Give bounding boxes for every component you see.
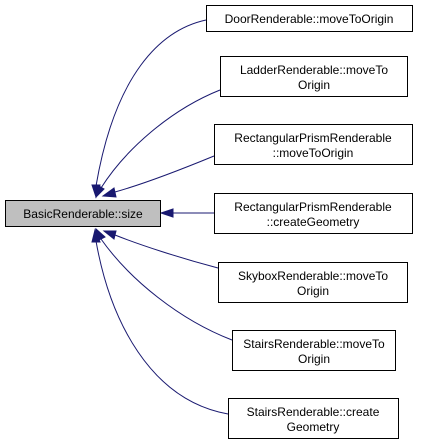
edge-stairs-create [95, 240, 229, 415]
node-ladder-label-line1: LadderRenderable::moveTo [240, 63, 388, 77]
node-door-box [206, 5, 413, 32]
node-root-box [5, 200, 161, 227]
edge-skybox-arrowhead [102, 230, 117, 240]
edge-skybox [114, 234, 219, 269]
node-stairs-create-geometry[interactable]: StairsRenderable::create Geometry [228, 398, 399, 439]
node-root-label: BasicRenderable::size [23, 207, 143, 221]
node-stairs-create-box [228, 398, 399, 439]
node-stairs-create-label-line2: Geometry [287, 420, 340, 434]
node-rectprism-move-to-origin[interactable]: RectangularPrismRenderable ::moveToOrigi… [214, 124, 413, 165]
node-ladder-label-line2: Origin [298, 78, 330, 92]
node-door-move-to-origin[interactable]: DoorRenderable::moveToOrigin [206, 5, 413, 32]
node-skybox-label-line1: SkyboxRenderable::moveTo [238, 269, 388, 283]
edge-ladder [100, 89, 221, 189]
node-rectprism-create-label-line1: RectangularPrismRenderable [234, 200, 392, 214]
node-ladder-box [220, 56, 408, 97]
node-rectprism-move-box [214, 124, 413, 165]
edge-ladder-arrowhead [95, 184, 105, 199]
node-skybox-label-line2: Origin [297, 284, 329, 298]
edge-rectprism-move [114, 155, 215, 193]
node-rectprism-move-label-line2: ::moveToOrigin [273, 146, 354, 160]
node-ladder-move-to-origin[interactable]: LadderRenderable::moveTo Origin [220, 56, 408, 97]
edge-door [95, 19, 207, 187]
node-stairs-create-label-line1: StairsRenderable::create [247, 405, 380, 419]
node-stairs-move-to-origin[interactable]: StairsRenderable::moveTo Origin [232, 330, 396, 371]
edge-stairs-create-arrowhead [91, 228, 101, 243]
node-rectprism-create-geometry[interactable]: RectangularPrismRenderable ::createGeome… [214, 193, 413, 234]
node-door-label: DoorRenderable::moveToOrigin [225, 12, 394, 26]
node-stairs-move-box [232, 330, 396, 371]
node-stairs-move-label-line1: StairsRenderable::moveTo [243, 337, 385, 351]
edge-rectprism-create-arrowhead [159, 208, 174, 218]
edge-rectprism-move-arrowhead [101, 187, 117, 198]
node-skybox-move-to-origin[interactable]: SkyboxRenderable::moveTo Origin [218, 262, 408, 303]
node-skybox-box [218, 262, 408, 303]
edges [91, 19, 233, 415]
node-rectprism-move-label-line1: RectangularPrismRenderable [234, 131, 392, 145]
node-root[interactable]: BasicRenderable::size [5, 200, 161, 227]
edge-stairs-move [100, 238, 233, 341]
node-rectprism-create-label-line2: ::createGeometry [267, 215, 360, 229]
node-stairs-move-label-line2: Origin [298, 352, 330, 366]
node-rectprism-create-box [214, 193, 413, 234]
